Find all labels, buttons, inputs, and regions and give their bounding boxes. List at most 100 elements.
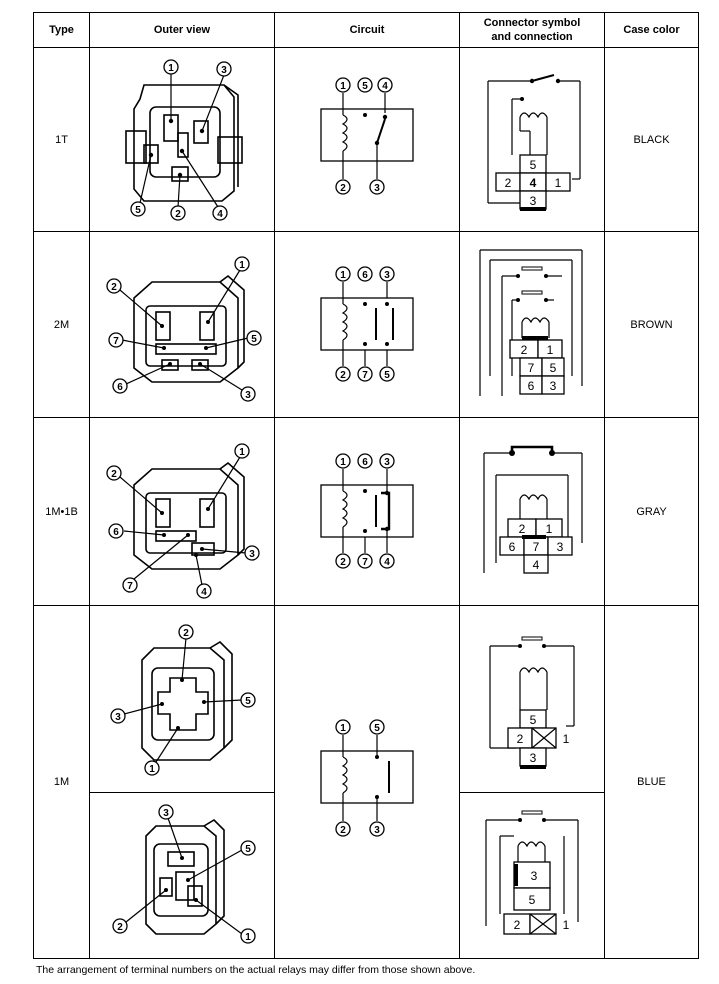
cell-6: 6 — [528, 379, 535, 393]
cell-3: 3 — [530, 194, 537, 208]
terminal-label-1: 1 — [144, 760, 160, 776]
terminal-label-1: 1 — [240, 927, 256, 944]
svg-text:3: 3 — [384, 270, 390, 281]
circuit-1m1b: 1 6 3 2 7 4 — [320, 452, 414, 569]
outer-view-1t: 1 3 5 2 4 — [125, 58, 243, 221]
connector-2m: 2 1 7 5 6 3 — [479, 248, 583, 396]
svg-text:6: 6 — [362, 457, 368, 468]
connector-1m-b: 3 5 2 1 — [485, 810, 579, 935]
svg-text:3: 3 — [384, 457, 390, 468]
connector-cell: 5 2 4 1 3 — [459, 47, 605, 232]
cell-5: 5 — [530, 713, 537, 727]
svg-text:6: 6 — [113, 527, 119, 538]
svg-text:4: 4 — [382, 81, 388, 92]
terminal-label-5: 5 — [240, 692, 256, 708]
svg-text:1: 1 — [149, 764, 155, 775]
case-color-cell: GRAY — [604, 417, 699, 606]
cell-1: 1 — [563, 918, 570, 932]
circuit-cell: 1 5 4 2 3 — [274, 47, 460, 232]
terminal-label-5: 5 — [240, 839, 256, 856]
circuit-2m: 1 6 3 2 7 5 — [320, 265, 414, 382]
row-2m: 2M 2 1 7 5 6 — [33, 231, 699, 418]
outer-view-cell: 2 1 6 3 7 4 — [89, 417, 275, 606]
svg-text:1: 1 — [239, 447, 245, 458]
svg-text:2: 2 — [111, 282, 117, 293]
circuit-term-1: 1 — [335, 76, 351, 93]
svg-text:2: 2 — [340, 825, 346, 836]
connector-1m1b: 2 1 6 7 3 4 — [483, 445, 583, 574]
cell-2: 2 — [519, 522, 526, 536]
outer-view-1m-b: 3 5 2 1 — [112, 803, 256, 944]
terminal-label-5: 5 — [246, 329, 262, 346]
type-cell: 2M — [33, 231, 90, 418]
terminal-label-6: 6 — [108, 522, 124, 539]
circuit-term-5: 5 — [369, 719, 385, 735]
type-cell: 1M — [33, 605, 90, 959]
footnote: The arrangement of terminal numbers on t… — [36, 964, 476, 976]
svg-text:5: 5 — [251, 334, 257, 345]
connector-cell: 3 5 2 1 — [459, 792, 605, 959]
circuit-term-4: 4 — [379, 552, 395, 569]
cell-5: 5 — [529, 893, 536, 907]
circuit-term-5: 5 — [379, 365, 395, 382]
svg-text:1: 1 — [239, 260, 245, 271]
circuit-term-3: 3 — [379, 452, 395, 469]
svg-text:5: 5 — [135, 205, 141, 216]
circuit-term-2: 2 — [335, 178, 351, 195]
terminal-label-4: 4 — [196, 582, 212, 599]
circuit-term-3: 3 — [369, 178, 385, 195]
row-1m-b: 3 5 2 1 — [34, 792, 699, 959]
circuit-term-3: 3 — [379, 265, 395, 282]
case-color-cell: BLUE — [604, 605, 699, 959]
svg-text:5: 5 — [384, 370, 390, 381]
svg-text:3: 3 — [245, 390, 251, 401]
header-connector-line1: Connector symbol — [483, 17, 581, 29]
terminal-label-7: 7 — [122, 576, 138, 593]
terminal-label-1: 1 — [234, 255, 250, 272]
svg-text:3: 3 — [249, 549, 255, 560]
outer-view-cell: 2 5 3 1 — [89, 605, 275, 793]
svg-text:5: 5 — [362, 81, 368, 92]
svg-text:2: 2 — [175, 209, 181, 220]
cell-2: 2 — [521, 343, 528, 357]
svg-text:4: 4 — [384, 557, 390, 568]
circuit-term-5: 5 — [357, 76, 373, 93]
header-outer-view: Outer view — [89, 12, 275, 48]
svg-text:1: 1 — [340, 457, 346, 468]
type-cell: 1M•1B — [33, 417, 90, 606]
connector-1t: 5 2 4 1 3 — [487, 73, 581, 211]
terminal-label-1: 1 — [163, 58, 179, 75]
terminal-label-2: 2 — [112, 917, 128, 934]
cell-3: 3 — [530, 751, 537, 765]
circuit-term-1: 1 — [335, 265, 351, 282]
cell-2: 2 — [505, 176, 512, 190]
cell-6: 6 — [509, 540, 516, 554]
cell-3: 3 — [531, 869, 538, 883]
cell-3: 3 — [557, 540, 564, 554]
cell-5: 5 — [530, 158, 537, 172]
svg-text:2: 2 — [340, 183, 346, 194]
svg-text:6: 6 — [117, 382, 123, 393]
svg-text:2: 2 — [340, 557, 346, 568]
svg-text:1: 1 — [340, 270, 346, 281]
case-color-cell: BROWN — [604, 231, 699, 418]
circuit-term-1: 1 — [335, 452, 351, 469]
svg-text:7: 7 — [127, 581, 133, 592]
outer-view-cell: 3 5 2 1 — [89, 792, 275, 959]
circuit-term-7: 7 — [357, 552, 373, 569]
cell-1: 1 — [555, 176, 562, 190]
terminal-label-2: 2 — [178, 624, 194, 640]
svg-text:4: 4 — [217, 209, 223, 220]
circuit-term-2: 2 — [335, 365, 351, 382]
terminal-label-7: 7 — [108, 331, 124, 348]
outer-view-cell: 1 3 5 2 4 — [89, 47, 275, 232]
cell-3: 3 — [550, 379, 557, 393]
terminal-label-2: 2 — [106, 464, 122, 481]
header-circuit: Circuit — [274, 12, 460, 48]
header-case-color: Case color — [604, 12, 699, 48]
row-1m1b: 1M•1B 2 1 6 3 — [33, 417, 699, 606]
outer-view-1m1b: 2 1 6 3 7 4 — [106, 442, 260, 599]
svg-text:7: 7 — [362, 370, 368, 381]
case-color-cell: BLACK — [604, 47, 699, 232]
